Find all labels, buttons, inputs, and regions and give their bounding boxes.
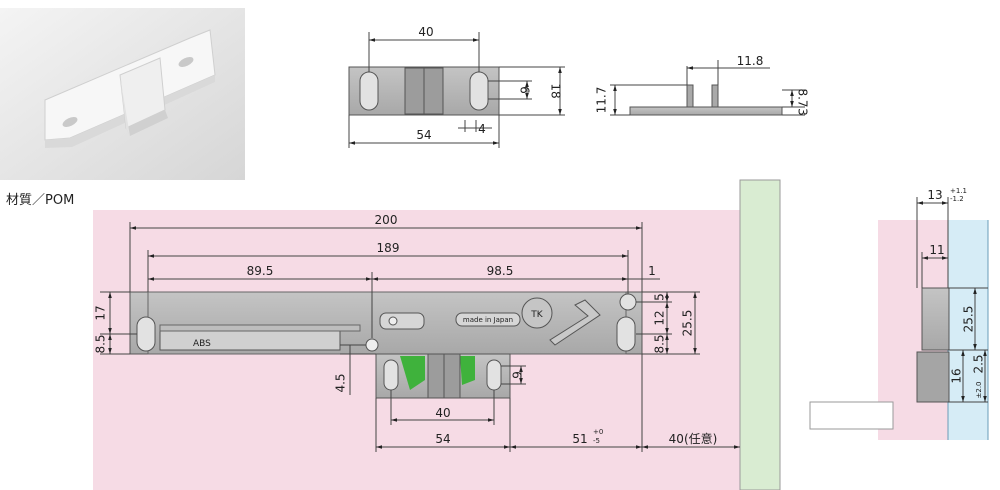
dim-main-54: 54 [435, 432, 450, 446]
dim-main-25-5: 25.5 [681, 310, 695, 337]
door-panel-green [739, 179, 781, 490]
dim-side-11-8: 11.8 [737, 54, 764, 68]
dim-right-13-tol-upper: +1.1 [950, 187, 967, 195]
part-3d-render [44, 29, 216, 148]
main-view-drawing [129, 291, 643, 399]
dim-main-8-5-right: 8.5 [653, 334, 667, 353]
dim-main-8-5-left: 8.5 [94, 334, 108, 353]
made-in-japan-mark: made in Japan [463, 316, 513, 324]
top-view-drawing [348, 32, 565, 148]
dim-main-5: 5 [653, 293, 667, 301]
dim-main-17: 17 [94, 305, 108, 320]
dim-right-2-5: 2.5 [972, 354, 986, 373]
dim-right-16: 16 [950, 368, 964, 383]
product-photo [0, 8, 245, 180]
dim-main-40-optional: 40(任意) [669, 431, 718, 446]
dim-main-51: 51 [572, 432, 587, 446]
dim-top-40: 40 [418, 25, 433, 39]
dim-right-13-tol-lower: -1.2 [950, 195, 964, 203]
dim-right-13: 13 [927, 188, 942, 202]
dim-main-189: 189 [377, 241, 400, 255]
dim-right-2-5-tol: ±2.0 [975, 382, 983, 399]
dim-main-12: 12 [653, 310, 667, 325]
dim-main-200: 200 [375, 213, 398, 227]
dim-main-98-5: 98.5 [487, 264, 514, 278]
dim-main-51-tol-lower: -5 [593, 437, 600, 445]
dim-top-54: 54 [416, 128, 431, 142]
right-section-drawing [809, 197, 989, 440]
dim-main-6: 6 [510, 371, 524, 379]
dim-side-8-7: 8.7 [796, 88, 810, 107]
main-dimension-lines [100, 222, 740, 452]
dim-right-11: 11 [929, 243, 944, 257]
dim-top-18: 18 [549, 83, 563, 98]
dim-top-6: 6 [518, 86, 532, 94]
dim-side-3: 3 [796, 108, 810, 116]
side-view-drawing [610, 60, 805, 116]
abs-mark: ABS [193, 339, 211, 349]
dim-main-4-5: 4.5 [334, 373, 348, 392]
dim-top-4: 4 [478, 122, 486, 136]
material-label: 材質／POM [6, 193, 75, 208]
dim-main-51-tol-upper: +0 [593, 428, 603, 436]
dim-right-25-5: 25.5 [962, 306, 976, 333]
dim-side-11-7: 11.7 [595, 87, 609, 114]
brand-logo: TK [530, 310, 543, 320]
dim-main-1: 1 [648, 264, 656, 278]
dim-main-89-5: 89.5 [247, 264, 274, 278]
dim-main-40: 40 [435, 406, 450, 420]
